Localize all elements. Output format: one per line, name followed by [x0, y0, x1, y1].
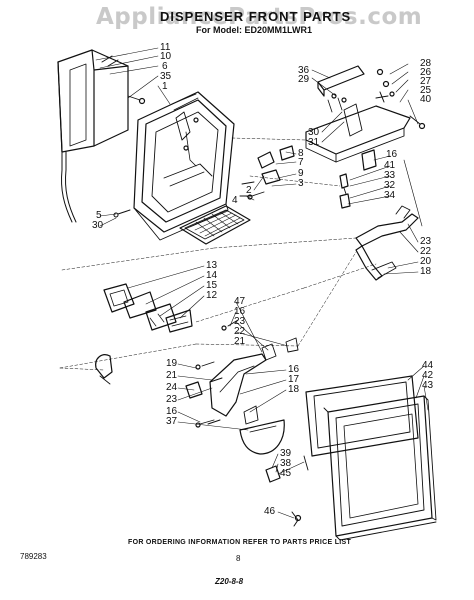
callout-label: 43	[422, 380, 434, 391]
callout-label: 30	[308, 127, 320, 138]
callout-label: 47	[234, 296, 246, 307]
callout-label: 44	[422, 360, 434, 371]
callout-label: 32	[384, 180, 396, 191]
callout-label: 37	[166, 416, 178, 427]
leader-lines	[95, 47, 429, 519]
callout-label: 40	[420, 94, 432, 105]
callout-label: 4	[232, 195, 238, 206]
callout-label: 6	[162, 61, 168, 72]
callout-label: 24	[166, 382, 178, 393]
diagram-title: DISPENSER FRONT PARTS	[160, 9, 352, 24]
callout-label: 34	[384, 190, 396, 201]
lever-assembly-part	[355, 205, 419, 281]
callout-label: 38	[280, 458, 292, 469]
drain-cup-part	[195, 419, 285, 455]
callout-label: 13	[206, 260, 218, 271]
callout-label: 12	[206, 290, 218, 301]
callout-label: 7	[298, 157, 304, 168]
callout-label: 42	[422, 370, 434, 381]
callout-label: 45	[280, 468, 292, 479]
callout-label: 18	[288, 384, 300, 395]
alignment-lines	[59, 137, 377, 371]
watermark-text: AppliancePartsPros.com	[96, 4, 423, 30]
callout-label: 23	[420, 236, 432, 247]
callout-label: 23	[234, 316, 246, 327]
callout-label: 5	[96, 210, 102, 221]
callout-label: 26	[420, 67, 432, 78]
page-code: Z20-8-8	[215, 577, 244, 586]
callout-label: 16	[386, 149, 398, 160]
callout-label: 23	[166, 394, 178, 405]
callout-label: 31	[308, 137, 320, 148]
callout-label: 20	[420, 256, 432, 267]
callout-label: 29	[298, 74, 310, 85]
callout-label: 39	[280, 448, 292, 459]
door-frame-parts	[305, 375, 437, 541]
callout-label: 28	[420, 58, 432, 69]
model-subtitle: For Model: ED20MM1LWR1	[196, 25, 313, 35]
callout-label: 1	[162, 81, 168, 92]
callout-label: 16	[288, 364, 300, 375]
document-number: 789283	[20, 552, 47, 561]
callout-label: 2	[246, 185, 252, 196]
callout-label: 8	[298, 148, 304, 159]
callout-label: 3	[298, 178, 304, 189]
paddle-parts	[103, 283, 193, 333]
callout-label: 33	[384, 170, 396, 181]
callout-label: 16	[166, 406, 178, 417]
small-hardware-parts	[265, 455, 309, 527]
callout-label: 25	[420, 85, 432, 96]
clip-part	[95, 354, 113, 385]
callout-label: 15	[206, 280, 218, 291]
callout-label: 14	[206, 270, 218, 281]
ice-chute-part	[57, 49, 146, 223]
callout-label: 21	[166, 370, 178, 381]
callout-label: 27	[420, 76, 432, 87]
callout-label: 41	[384, 160, 396, 171]
callout-label: 36	[298, 65, 310, 76]
callout-label: 46	[264, 506, 276, 517]
switch-parts	[241, 145, 295, 200]
plunger-parts	[339, 149, 377, 209]
callout-label: 22	[420, 246, 432, 257]
callout-label: 21	[234, 336, 246, 347]
callout-label: 11	[160, 42, 171, 53]
callout-label: 19	[166, 358, 178, 369]
callout-label: 22	[234, 326, 246, 337]
dispenser-frame-part	[133, 91, 235, 241]
ordering-note: FOR ORDERING INFORMATION REFER TO PARTS …	[128, 539, 352, 546]
callout-label: 35	[160, 71, 172, 82]
callout-label: 9	[298, 168, 304, 179]
callout-label: 30	[92, 220, 104, 231]
callout-label: 17	[288, 374, 300, 385]
page-number: 8	[236, 554, 241, 563]
callout-label: 16	[234, 306, 246, 317]
callout-label: 18	[420, 266, 432, 277]
callout-label: 10	[160, 51, 172, 62]
drip-grille-part	[179, 205, 251, 245]
actuator-bracket-part	[305, 65, 426, 163]
